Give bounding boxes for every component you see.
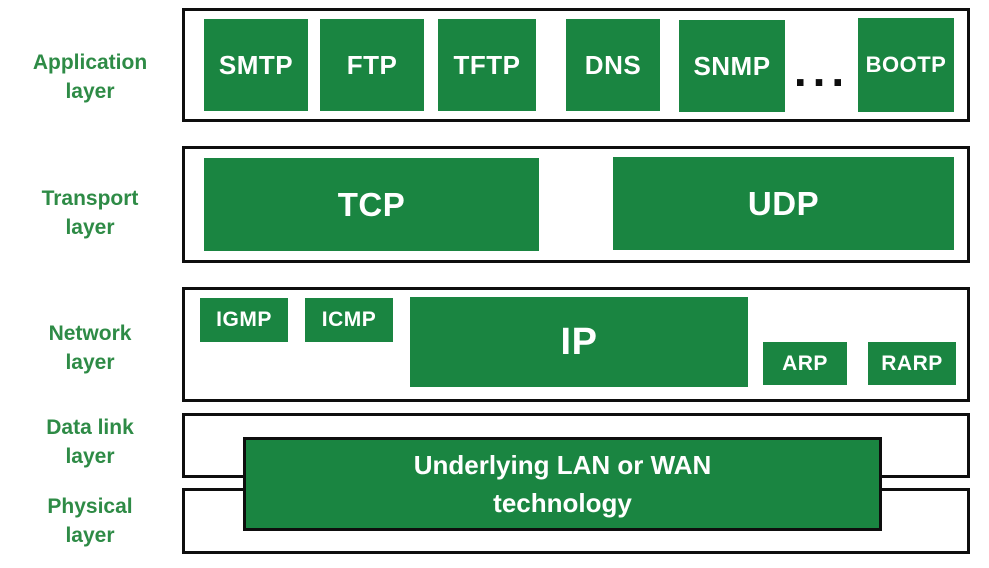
layer-label-line: Network <box>48 322 132 345</box>
protocol-tftp: TFTP <box>438 19 536 111</box>
layer-label-line: Physical <box>47 495 133 518</box>
protocol-ip: IP <box>410 297 748 387</box>
layer-label-application: Application layer <box>0 48 180 106</box>
layer-label-line: layer <box>65 351 115 374</box>
protocol-udp: UDP <box>613 157 954 250</box>
layer-label-line: layer <box>65 216 115 239</box>
ellipsis-dots: ... <box>793 44 851 96</box>
network-layer-box: IGMP ICMP IP ARP RARP <box>182 287 970 402</box>
layer-label-line: layer <box>65 445 115 468</box>
protocol-dns: DNS <box>566 19 660 111</box>
layer-label-line: layer <box>65 524 115 547</box>
underlying-technology-box: Underlying LAN or WAN technology <box>243 437 882 531</box>
layer-label-line: Transport <box>41 187 139 210</box>
layer-label-line: Data link <box>46 416 134 439</box>
protocol-ftp: FTP <box>320 19 424 111</box>
layer-label-line: Application <box>32 51 148 74</box>
transport-layer-box: TCP UDP <box>182 146 970 263</box>
layer-label-network: Network layer <box>0 319 180 377</box>
layer-label-data-link: Data link layer <box>0 413 180 471</box>
technology-text-line: technology <box>493 488 632 518</box>
protocol-bootp: BOOTP <box>858 18 954 112</box>
technology-text-line: Underlying LAN or WAN <box>413 450 712 480</box>
layer-label-transport: Transport layer <box>0 184 180 242</box>
protocol-rarp: RARP <box>868 342 956 385</box>
protocol-arp: ARP <box>763 342 847 385</box>
protocol-tcp: TCP <box>204 158 539 251</box>
layer-label-physical: Physical layer <box>0 492 180 550</box>
protocol-snmp: SNMP <box>679 20 785 112</box>
layer-label-line: layer <box>65 80 115 103</box>
protocol-icmp: ICMP <box>305 298 393 342</box>
protocol-igmp: IGMP <box>200 298 288 342</box>
protocol-smtp: SMTP <box>204 19 308 111</box>
application-layer-box: SMTP FTP TFTP DNS SNMP ... BOOTP <box>182 8 970 122</box>
